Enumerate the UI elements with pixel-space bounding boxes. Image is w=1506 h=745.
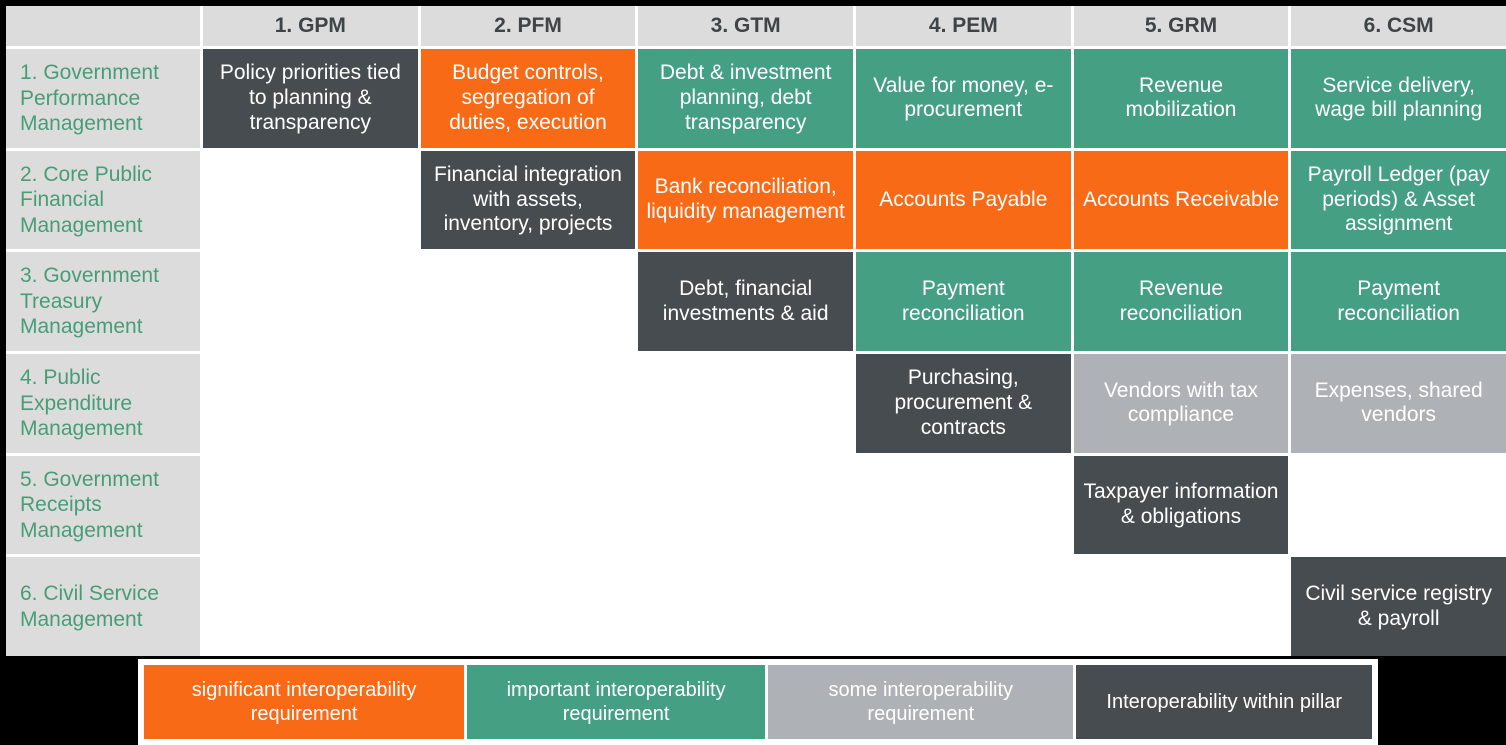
matrix-cell-r5c5[interactable]: Taxpayer information & obligations	[1073, 455, 1289, 555]
column-header-6: 6. CSM	[1291, 6, 1506, 46]
matrix-cell-r4c5[interactable]: Vendors with tax compliance	[1073, 353, 1289, 453]
matrix-cell-empty-r6c3	[638, 557, 853, 656]
column-header-2: 2. PFM	[420, 6, 636, 46]
legend-item-significant: significant interoperability requirement	[144, 665, 465, 739]
legend-item-important: important interoperability requirement	[467, 665, 766, 739]
matrix-cell-empty-r5c4	[856, 455, 1071, 555]
matrix-cell-r3c4[interactable]: Payment reconciliation	[856, 252, 1071, 351]
matrix-cell-r3c5[interactable]: Revenue reconciliation	[1073, 252, 1289, 351]
matrix-cell-empty-r6c2	[420, 557, 636, 656]
matrix-cell-empty-r3c1	[203, 252, 418, 351]
matrix-cell-empty-r3c2	[420, 252, 636, 351]
matrix-cell-empty-r6c1	[203, 557, 418, 656]
matrix-cell-r1c2[interactable]: Budget controls, segregation of duties, …	[420, 49, 636, 148]
matrix-cell-empty-r5c1	[203, 455, 418, 555]
column-header-3: 3. GTM	[638, 6, 853, 46]
matrix-cell-r1c3[interactable]: Debt & investment planning, debt transpa…	[638, 49, 853, 148]
matrix-cell-empty-r5c2	[420, 455, 636, 555]
matrix-cell-empty-r6c5	[1073, 557, 1289, 656]
matrix-cell-r2c2[interactable]: Financial integration with assets, inven…	[420, 150, 636, 250]
column-header-4: 4. PEM	[856, 6, 1071, 46]
matrix-cell-r2c4[interactable]: Accounts Payable	[856, 150, 1071, 250]
matrix-cell-r4c6[interactable]: Expenses, shared vendors	[1291, 353, 1506, 453]
matrix-cell-empty-r5c6	[1291, 455, 1506, 555]
legend-item-within-pillar: Interoperability within pillar	[1076, 665, 1372, 739]
matrix-cell-empty-r4c1	[203, 353, 418, 453]
matrix-cell-empty-r4c2	[420, 353, 636, 453]
legend-item-some: some interoperability requirement	[768, 665, 1074, 739]
row-header-1: 1. Government Performance Management	[6, 49, 200, 148]
matrix-cell-r1c1[interactable]: Policy priorities tied to planning & tra…	[203, 49, 418, 148]
legend-strip: significant interoperability requirement…	[6, 659, 1506, 745]
matrix-cell-empty-r4c3	[638, 353, 853, 453]
row-header-4: 4. Public Expenditure Management	[6, 353, 200, 453]
row-header-5: 5. Government Receipts Management	[6, 455, 200, 555]
row-header-3: 3. Government Treasury Management	[6, 252, 200, 351]
matrix-cell-r2c5[interactable]: Accounts Receivable	[1073, 150, 1289, 250]
matrix-cell-r3c3[interactable]: Debt, financial investments & aid	[638, 252, 853, 351]
column-header-5: 5. GRM	[1073, 6, 1289, 46]
legend: significant interoperability requirement…	[138, 659, 1378, 745]
matrix-cell-r3c6[interactable]: Payment reconciliation	[1291, 252, 1506, 351]
matrix-cell-r1c4[interactable]: Value for money, e-procurement	[856, 49, 1071, 148]
matrix-cell-r1c5[interactable]: Revenue mobilization	[1073, 49, 1289, 148]
matrix-corner	[6, 6, 200, 46]
matrix-cell-empty-r2c1	[203, 150, 418, 250]
column-header-1: 1. GPM	[203, 6, 418, 46]
row-header-6: 6. Civil Service Management	[6, 557, 200, 656]
matrix-cell-r4c4[interactable]: Purchasing, procurement & contracts	[856, 353, 1071, 453]
matrix-cell-r2c6[interactable]: Payroll Ledger (pay periods) & Asset ass…	[1291, 150, 1506, 250]
row-header-2: 2. Core Public Financial Management	[6, 150, 200, 250]
matrix-cell-empty-r5c3	[638, 455, 853, 555]
matrix-cell-r2c3[interactable]: Bank reconciliation, liquidity managemen…	[638, 150, 853, 250]
matrix-cell-r6c6[interactable]: Civil service registry & payroll	[1291, 557, 1506, 656]
matrix-cell-r1c6[interactable]: Service delivery, wage bill planning	[1291, 49, 1506, 148]
matrix-cell-empty-r6c4	[856, 557, 1071, 656]
